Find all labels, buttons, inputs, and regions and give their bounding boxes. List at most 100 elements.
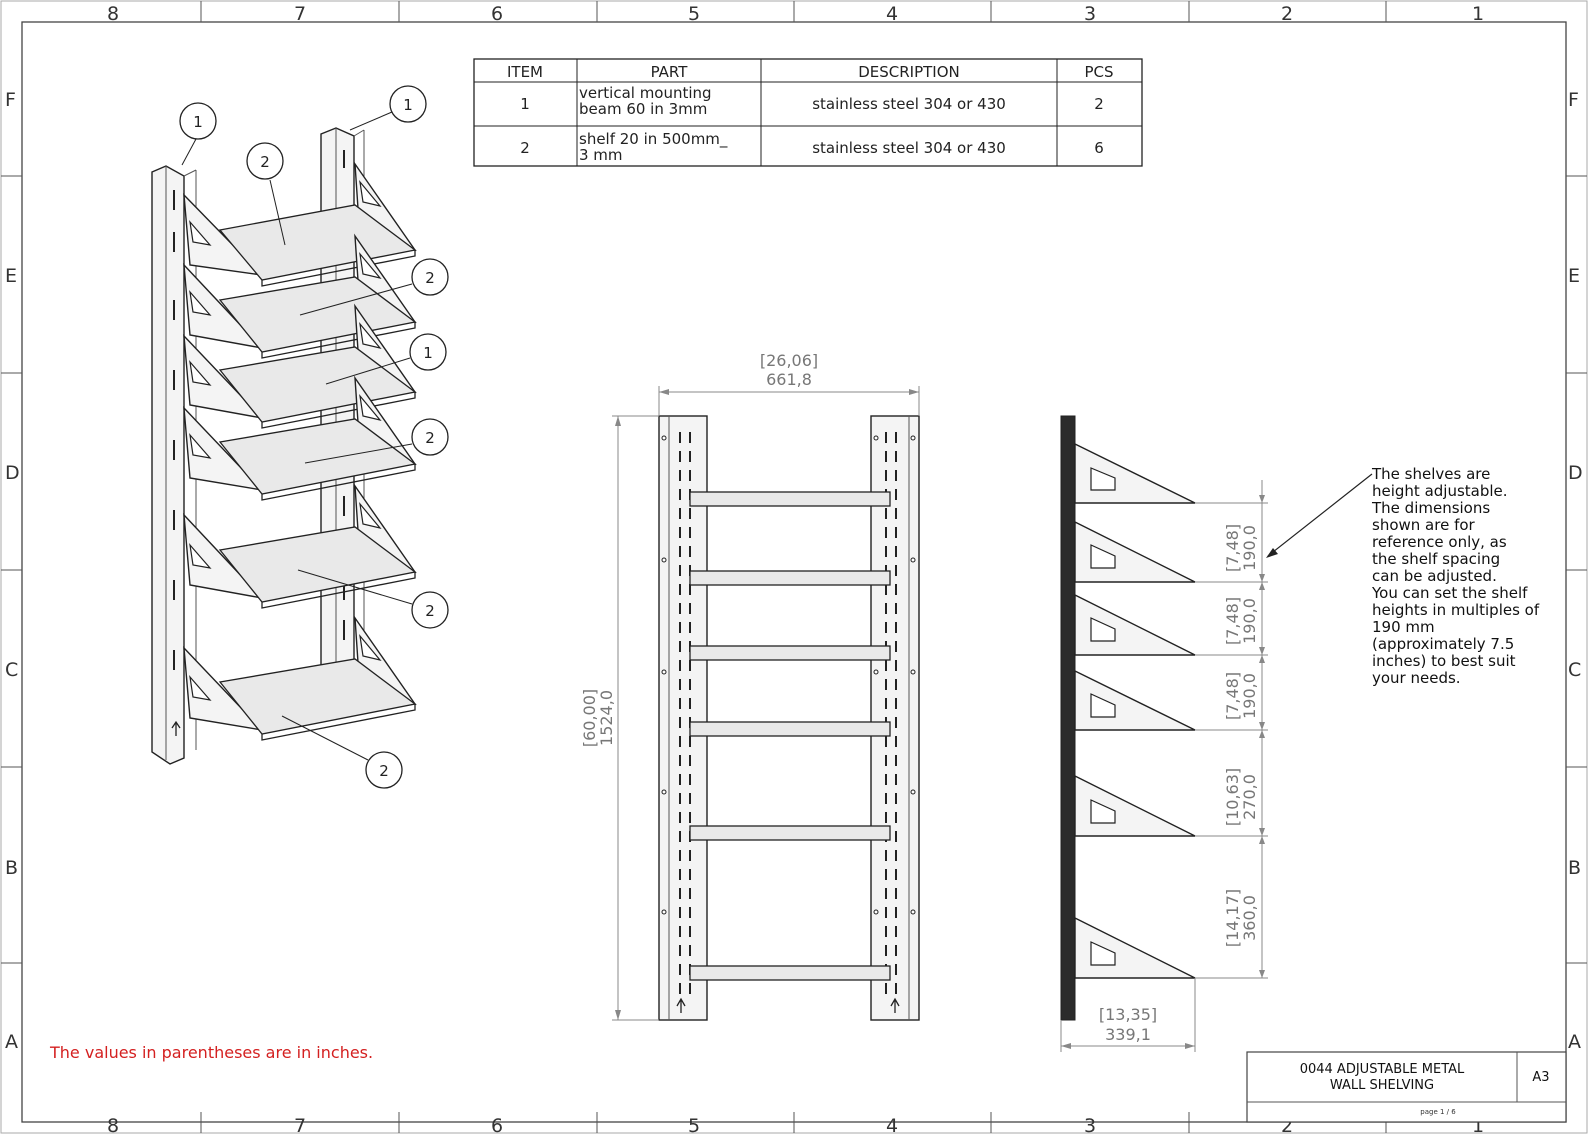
side-spacing-inch: [7,48] <box>1223 524 1242 572</box>
zone-col-bottom: 8 <box>107 1115 119 1134</box>
side-spacing-inch: [10,63] <box>1223 768 1242 826</box>
zone-col-top: 7 <box>294 3 306 25</box>
side-gusset <box>1074 774 1196 837</box>
bom-row-description: stainless steel 304 or 430 <box>812 139 1006 157</box>
bom-row-part: beam 60 in 3mm <box>579 100 707 118</box>
side-gusset <box>1074 520 1196 583</box>
zone-col-top: 3 <box>1084 3 1096 25</box>
bom-header-item: ITEM <box>507 63 543 81</box>
zone-row-right: B <box>1568 857 1581 879</box>
isometric-view: 1 1 2 2 1 2 2 <box>151 85 449 789</box>
iso-shelf <box>183 375 417 501</box>
balloon-number: 1 <box>423 344 433 362</box>
front-view: [26,06] 661,8 [60,00] 1524,0 <box>580 351 920 1021</box>
bom-row-description: stainless steel 304 or 430 <box>812 95 1006 113</box>
bom-row-item: 1 <box>520 95 530 113</box>
side-gusset <box>1074 593 1196 656</box>
balloon: 2 <box>304 418 449 464</box>
side-view: [7,48] 190,0 [7,48] 190,0 [7,48] 190,0 [… <box>1060 415 1373 1052</box>
iso-shelf <box>183 615 417 741</box>
zone-row-right: C <box>1568 659 1581 681</box>
balloon: 1 <box>325 333 447 385</box>
note-line: (approximately 7.5 <box>1372 635 1514 653</box>
front-upright-slots <box>679 432 897 994</box>
balloon-number: 2 <box>425 429 435 447</box>
zone-col-bottom: 7 <box>294 1115 306 1134</box>
note-line: The dimensions <box>1371 499 1490 517</box>
zone-col-bottom: 6 <box>491 1115 503 1134</box>
zone-row-left: D <box>5 462 20 484</box>
page-number: page 1 / 6 <box>1420 1108 1456 1116</box>
side-gusset <box>1074 916 1196 979</box>
side-upright <box>1060 415 1076 1021</box>
side-depth-inch: [13,35] <box>1099 1005 1157 1024</box>
zone-col-bottom: 3 <box>1084 1115 1096 1134</box>
zone-col-top: 1 <box>1472 3 1484 25</box>
iso-shelf <box>183 161 417 287</box>
zone-row-right: F <box>1568 89 1579 111</box>
bom-row-part: vertical mounting <box>579 84 712 102</box>
title-block: 0044 ADJUSTABLE METAL WALL SHELVING A3 p… <box>1246 1051 1567 1123</box>
front-left-upright <box>658 415 708 1021</box>
side-gusset <box>1074 669 1196 731</box>
bill-of-materials-table: ITEM PART DESCRIPTION PCS 1 vertical mou… <box>473 58 1143 167</box>
note-line: shown are for <box>1372 516 1476 534</box>
front-width-mm: 661,8 <box>766 370 812 389</box>
balloon: 2 <box>297 569 449 629</box>
zone-row-right: A <box>1568 1031 1581 1053</box>
drawing-title: WALL SHELVING <box>1330 1078 1434 1093</box>
bom-row-item: 2 <box>520 139 530 157</box>
bom-header-pcs: PCS <box>1084 63 1113 81</box>
balloon-number: 1 <box>193 113 203 131</box>
side-spacing-inch: [7,48] <box>1223 672 1242 720</box>
zone-row-left: E <box>5 265 17 287</box>
left-vertical-beam <box>151 165 185 765</box>
side-spacing-mm: 190,0 <box>1240 525 1259 571</box>
balloon: 1 <box>349 85 427 131</box>
note-line: heights in multiples of <box>1372 601 1540 619</box>
bom-header-description: DESCRIPTION <box>858 63 960 81</box>
note-line: can be adjusted. <box>1372 567 1497 585</box>
iso-shelf <box>183 233 417 359</box>
sheet-size: A3 <box>1532 1070 1549 1085</box>
zone-col-top: 8 <box>107 3 119 25</box>
note-line: You can set the shelf <box>1371 584 1528 602</box>
note-line: The shelves are <box>1371 465 1490 483</box>
side-spacing-mm: 360,0 <box>1240 895 1259 941</box>
zone-row-left: A <box>5 1031 18 1053</box>
bom-header-part: PART <box>651 63 689 81</box>
zone-col-top: 4 <box>886 3 898 25</box>
iso-gusset-holes <box>189 179 382 701</box>
zone-row-left: B <box>5 857 18 879</box>
side-spacing-inch: [14,17] <box>1223 889 1242 947</box>
front-width-inch: [26,06] <box>760 351 818 370</box>
note-line: inches) to best suit <box>1372 652 1516 670</box>
bom-row-part: shelf 20 in 500mm_ <box>579 130 728 149</box>
zone-row-right: E <box>1568 265 1580 287</box>
side-spacing-mm: 190,0 <box>1240 673 1259 719</box>
units-note: The values in parentheses are in inches. <box>49 1043 373 1062</box>
front-height-inch: [60,00] <box>580 689 599 747</box>
balloon-number: 2 <box>379 762 389 780</box>
bom-row-part: 3 mm <box>579 146 623 164</box>
balloon: 2 <box>246 142 286 246</box>
balloon-number: 1 <box>403 96 413 114</box>
drawing-title: 0044 ADJUSTABLE METAL <box>1300 1062 1465 1077</box>
zone-row-right: D <box>1568 462 1583 484</box>
zone-col-bottom: 5 <box>688 1115 700 1134</box>
adjustability-note: The shelves are height adjustable. The d… <box>1371 465 1540 687</box>
side-spacing-mm: 270,0 <box>1240 774 1259 820</box>
zone-col-top: 5 <box>688 3 700 25</box>
balloon: 2 <box>281 715 403 789</box>
note-line: your needs. <box>1372 669 1461 687</box>
balloon: 2 <box>299 258 449 316</box>
note-line: the shelf spacing <box>1372 550 1500 568</box>
note-line: 190 mm <box>1372 618 1435 636</box>
zone-row-left: F <box>5 89 16 111</box>
zone-row-left: C <box>5 659 18 681</box>
note-line: reference only, as <box>1372 533 1507 551</box>
bom-row-pcs: 6 <box>1094 139 1104 157</box>
balloon: 1 <box>179 102 217 166</box>
side-spacing-mm: 190,0 <box>1240 598 1259 644</box>
